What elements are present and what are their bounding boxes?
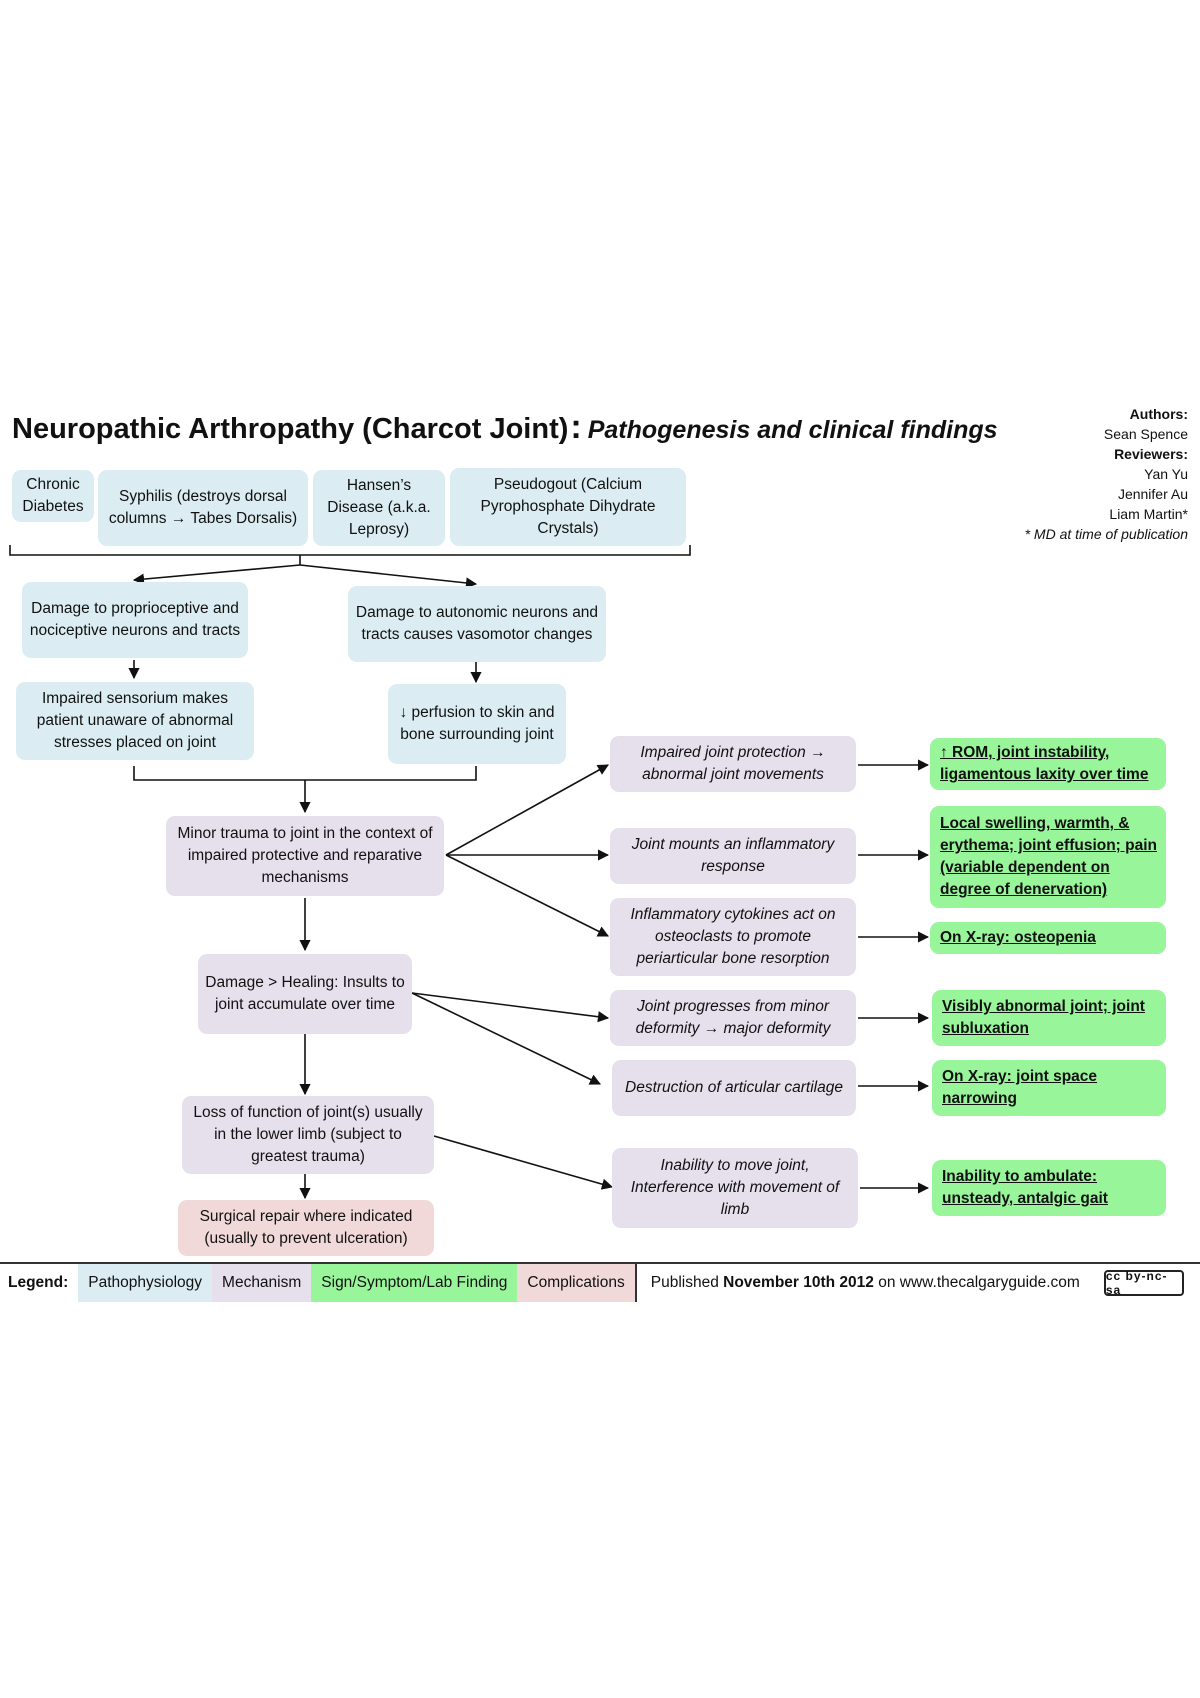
- reviewer-name: Yan Yu: [1144, 466, 1188, 482]
- authors-label: Authors:: [1129, 406, 1188, 422]
- sign-subluxation: Visibly abnormal joint; joint subluxatio…: [932, 990, 1166, 1046]
- legend-label: Legend:: [8, 1274, 69, 1291]
- autonomic-damage-box: Damage to autonomic neurons and tracts c…: [348, 586, 606, 662]
- surgical-repair-box: Surgical repair where indicated (usually…: [178, 1200, 434, 1256]
- legend-pathophysiology: Pathophysiology: [78, 1264, 213, 1302]
- sign-ambulate: Inability to ambulate: unsteady, antalgi…: [932, 1160, 1166, 1216]
- reviewers-label: Reviewers:: [1114, 446, 1188, 462]
- sign-rom-instability: ↑ ROM, joint instability, ligamentous la…: [930, 738, 1166, 790]
- impaired-sensorium-box: Impaired sensorium makes patient unaware…: [16, 682, 254, 760]
- title-main: Neuropathic Arthropathy (Charcot Joint): [12, 413, 569, 445]
- sign-swelling: Local swelling, warmth, & erythema; join…: [930, 806, 1166, 908]
- legend-sign: Sign/Symptom/Lab Finding: [311, 1264, 518, 1302]
- cytokines-box: Inflammatory cytokines act on osteoclast…: [610, 898, 856, 976]
- impaired-protection-box: Impaired joint protection → abnormal joi…: [610, 736, 856, 792]
- cause-syphilis: Syphilis (destroys dorsal columns → Tabe…: [98, 470, 308, 546]
- page-title: Neuropathic Arthropathy (Charcot Joint):…: [12, 408, 998, 447]
- credits-note: * MD at time of publication: [1024, 526, 1188, 542]
- title-subtitle: Pathogenesis and clinical findings: [587, 416, 998, 444]
- proprioceptive-damage-box: Damage to proprioceptive and nociceptive…: [22, 582, 248, 658]
- sign-joint-space: On X-ray: joint space narrowing: [932, 1060, 1166, 1116]
- creative-commons-icon: cc by-nc-sa: [1103, 1269, 1184, 1297]
- cause-pseudogout: Pseudogout (Calcium Pyrophosphate Dihydr…: [450, 468, 686, 546]
- cause-chronic-diabetes: Chronic Diabetes: [12, 470, 94, 522]
- published-date: November 10th 2012: [723, 1274, 874, 1291]
- minor-trauma-box: Minor trauma to joint in the context of …: [166, 816, 444, 896]
- loss-of-function-box: Loss of function of joint(s) usually in …: [182, 1096, 434, 1174]
- inability-move-box: Inability to move joint, Interference wi…: [612, 1148, 858, 1228]
- deformity-progression-box: Joint progresses from minor deformity → …: [610, 990, 856, 1046]
- author-name: Sean Spence: [1103, 426, 1188, 442]
- reviewer-name: Liam Martin*: [1109, 506, 1188, 522]
- published-site: on www.thecalgaryguide.com: [878, 1274, 1080, 1291]
- legend-complications: Complications: [517, 1264, 637, 1302]
- credits-block: Authors: Sean Spence Reviewers: Yan Yu J…: [968, 404, 1188, 544]
- legend-bar: Legend: Pathophysiology Mechanism Sign/S…: [0, 1262, 1200, 1302]
- publication-info: Published November 10th 2012 on www.thec…: [637, 1264, 1090, 1302]
- cartilage-destruction-box: Destruction of articular cartilage: [612, 1060, 856, 1116]
- sign-osteopenia: On X-ray: osteopenia: [930, 922, 1166, 954]
- damage-healing-box: Damage > Healing: Insults to joint accum…: [198, 954, 412, 1034]
- inflammatory-response-box: Joint mounts an inflammatory response: [610, 828, 856, 884]
- cause-hansens-disease: Hansen’s Disease (a.k.a. Leprosy): [313, 470, 445, 546]
- perfusion-box: ↓ perfusion to skin and bone surrounding…: [388, 684, 566, 764]
- legend-mechanism: Mechanism: [212, 1264, 312, 1302]
- published-prefix: Published: [650, 1274, 719, 1291]
- reviewer-name: Jennifer Au: [1117, 486, 1188, 502]
- title-colon: :: [570, 408, 582, 446]
